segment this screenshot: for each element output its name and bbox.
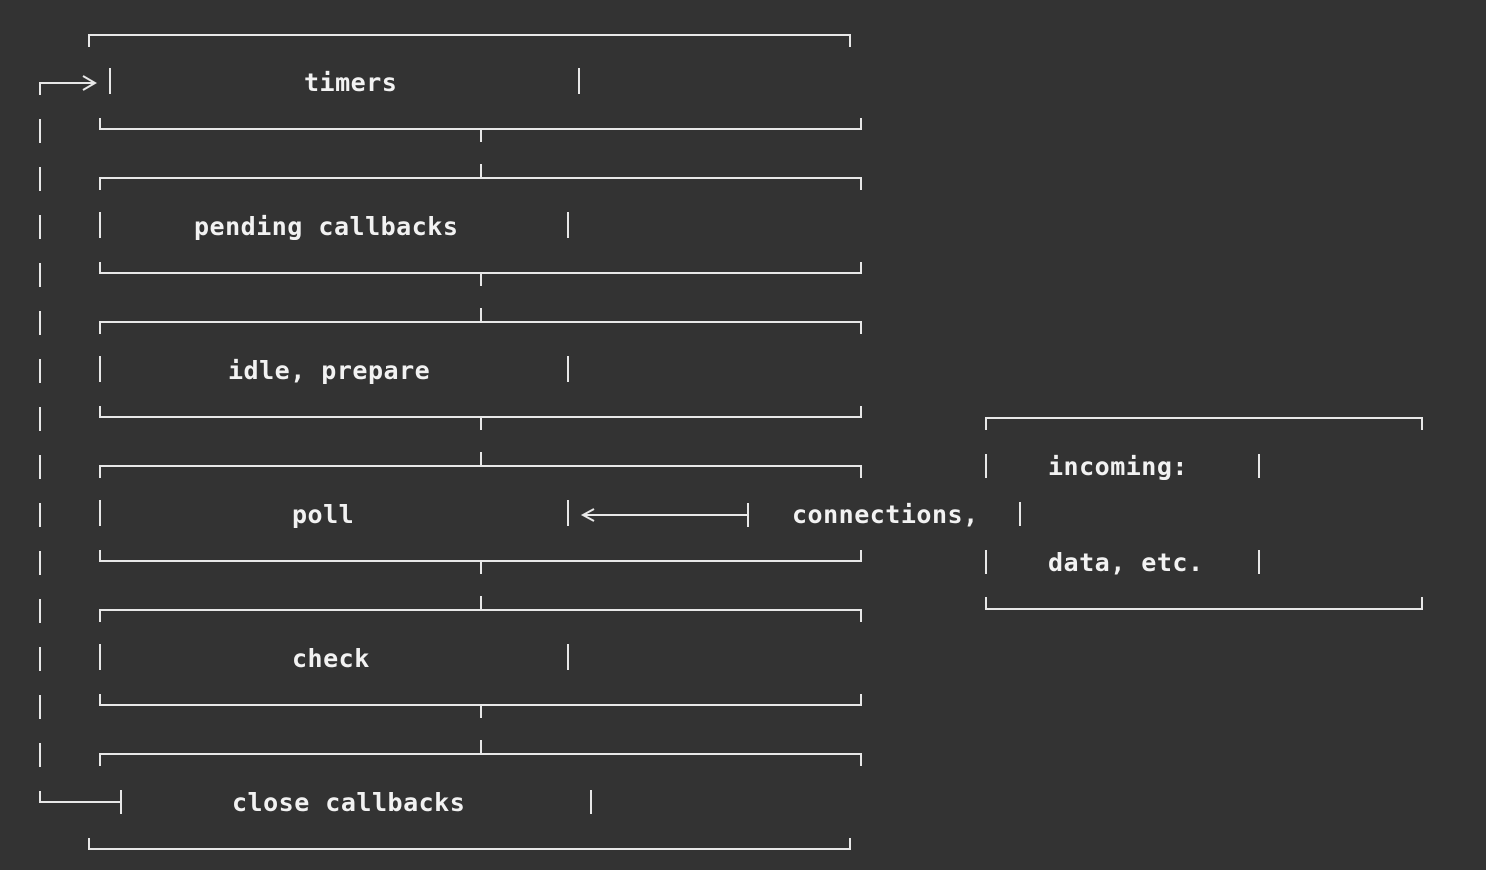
pending-callbacks-box: [99, 177, 862, 274]
connections-label: connections,: [792, 500, 979, 529]
data-etc-label: data, etc.: [1048, 548, 1204, 577]
phase-label-check: check: [292, 644, 370, 673]
check-box: [99, 609, 862, 706]
incoming-to-poll-arrow: [580, 503, 749, 527]
poll-box: [99, 465, 862, 562]
idle-prepare-box: [99, 321, 862, 418]
incoming-label: incoming:: [1048, 452, 1188, 481]
timers-box: [88, 34, 862, 130]
loop-back-arrow: [39, 75, 122, 814]
phase-label-pending-callbacks: pending callbacks: [194, 212, 459, 241]
phase-label-timers: timers: [304, 68, 398, 97]
phase-label-poll: poll: [292, 500, 355, 529]
phase-label-idle-prepare: idle, prepare: [228, 356, 431, 385]
phase-label-close-callbacks: close callbacks: [232, 788, 466, 817]
incoming-box: [985, 417, 1423, 610]
close-callbacks-box: [88, 753, 862, 850]
